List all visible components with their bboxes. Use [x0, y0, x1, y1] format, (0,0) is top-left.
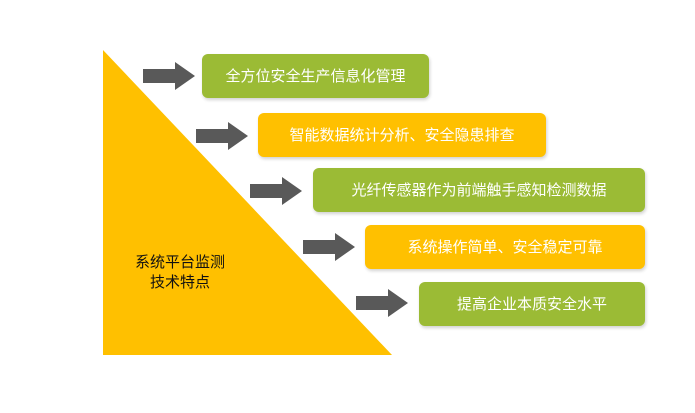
right-arrow-icon — [196, 122, 248, 150]
feature-label-5: 提高企业本质安全水平 — [456, 295, 607, 313]
right-arrow-icon — [303, 233, 355, 261]
feature-box-3: 光纤传感器作为前端触手感知检测数据 — [313, 168, 645, 212]
center-label: 系统平台监测 技术特点 — [110, 252, 250, 292]
right-arrow-icon — [143, 62, 195, 90]
feature-box-2: 智能数据统计分析、安全隐患排查 — [258, 113, 546, 157]
feature-box-1: 全方位安全生产信息化管理 — [202, 54, 429, 98]
feature-label-2: 智能数据统计分析、安全隐患排查 — [289, 126, 515, 144]
feature-box-5: 提高企业本质安全水平 — [419, 282, 645, 326]
right-arrow-icon — [250, 177, 302, 205]
center-label-line2: 技术特点 — [149, 273, 210, 291]
feature-label-1: 全方位安全生产信息化管理 — [225, 67, 406, 85]
center-label-line1: 系统平台监测 — [134, 253, 225, 271]
feature-box-4: 系统操作简单、安全稳定可靠 — [365, 225, 645, 269]
right-arrow-icon — [356, 289, 408, 317]
feature-label-4: 系统操作简单、安全稳定可靠 — [407, 238, 603, 256]
feature-label-3: 光纤传感器作为前端触手感知检测数据 — [351, 181, 607, 199]
